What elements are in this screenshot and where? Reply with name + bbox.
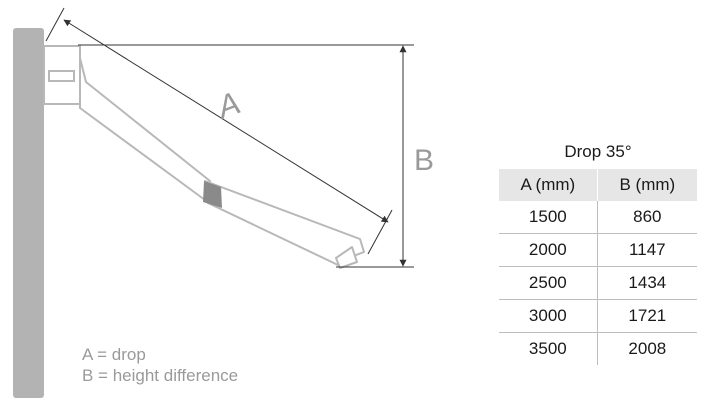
arm-joint bbox=[203, 181, 222, 208]
header-a: A (mm) bbox=[499, 169, 598, 201]
cell-a: 3000 bbox=[499, 299, 598, 333]
header-b: B (mm) bbox=[596, 169, 697, 201]
cell-b: 2008 bbox=[596, 332, 697, 365]
drop-table: A (mm) B (mm) 1500 860 2000 1147 2500 14… bbox=[499, 169, 697, 365]
table-row: 3500 2008 bbox=[499, 332, 697, 365]
cell-b: 1434 bbox=[596, 266, 697, 300]
legend-a: A = drop bbox=[82, 345, 146, 364]
cell-a: 3500 bbox=[528, 339, 567, 358]
table-row: 1500 860 bbox=[499, 201, 697, 234]
dimension-a-label: A bbox=[211, 84, 245, 126]
cell-b: 860 bbox=[596, 201, 697, 234]
table-row: 2500 1434 bbox=[499, 266, 697, 300]
dimension-a-line bbox=[63, 19, 389, 223]
dimension-b-label: B bbox=[414, 144, 434, 177]
table-row: 3000 1721 bbox=[499, 299, 697, 333]
drop-table-block: Drop 35° A (mm) B (mm) 1500 860 2000 114… bbox=[499, 137, 697, 365]
table-title: Drop 35° bbox=[564, 142, 632, 161]
legend: A = drop B = height difference bbox=[82, 344, 238, 386]
cell-b: 1721 bbox=[596, 299, 697, 333]
legend-b: B = height difference bbox=[82, 366, 239, 385]
cell-a: 2500 bbox=[499, 266, 598, 300]
table-row: 2000 1147 bbox=[499, 233, 697, 267]
dimension-a-tick-end bbox=[367, 209, 393, 255]
cell-b: 1147 bbox=[596, 233, 697, 267]
dimension-a-tick-start bbox=[45, 7, 65, 42]
cell-a: 1500 bbox=[499, 201, 598, 234]
wall-bracket bbox=[43, 45, 81, 105]
wall bbox=[13, 28, 44, 398]
cell-a: 2000 bbox=[499, 233, 598, 267]
table-header-row: A (mm) B (mm) bbox=[499, 169, 697, 201]
